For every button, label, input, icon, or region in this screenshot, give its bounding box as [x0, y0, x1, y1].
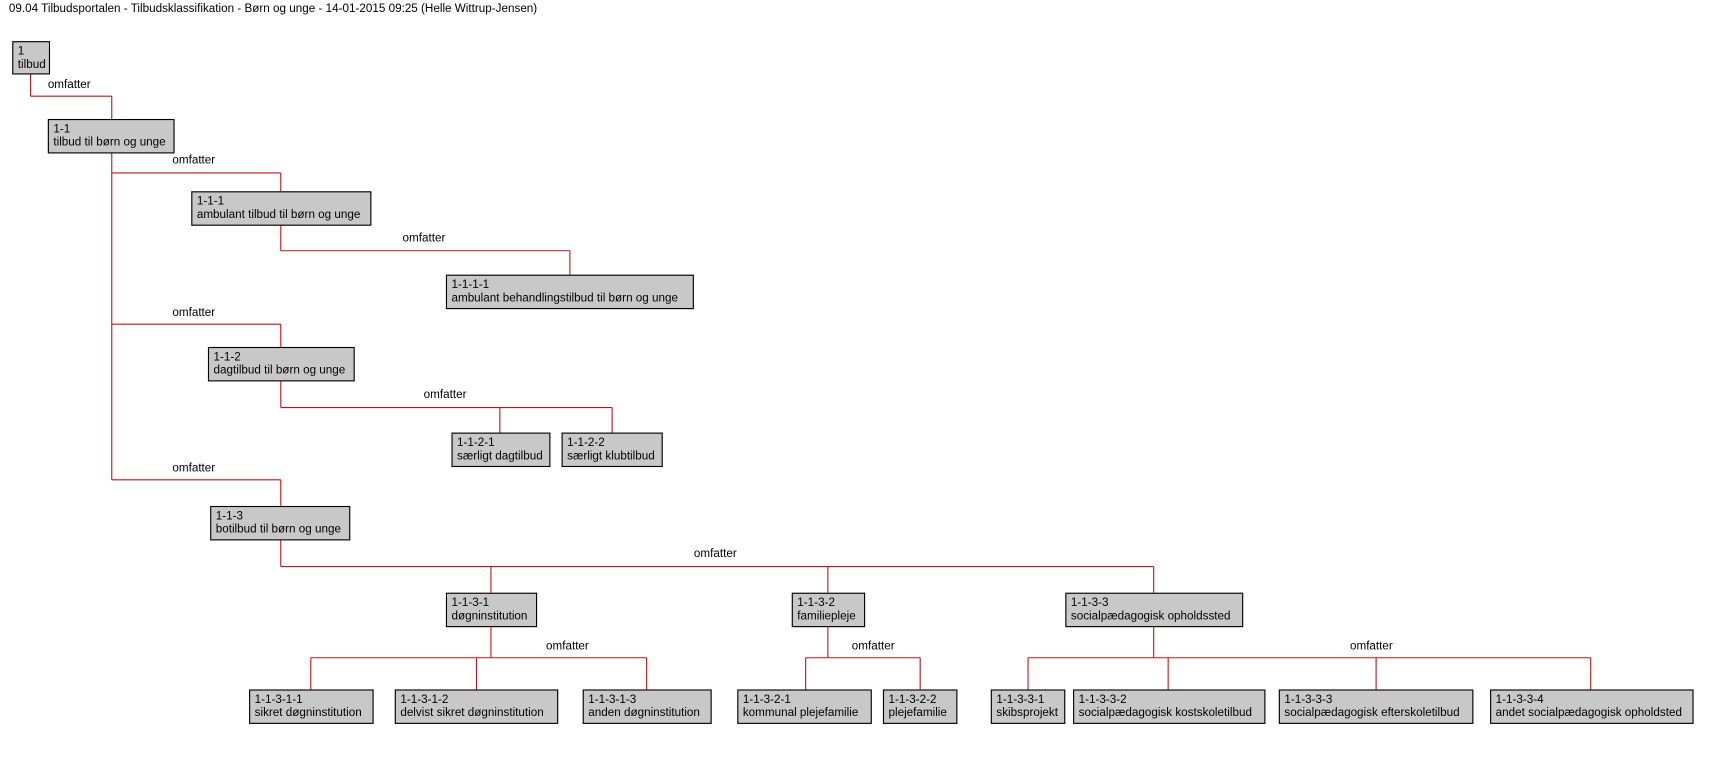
node-code: 1-1-3	[215, 509, 243, 523]
node-code: 1-1-1	[196, 194, 225, 208]
relation-label: omfatter	[693, 547, 737, 561]
node-name: tilbud	[17, 57, 46, 71]
node-code: 1	[17, 44, 25, 58]
relation-label: omfatter	[1349, 639, 1393, 653]
node-code: 1-1-1-1	[451, 278, 490, 292]
node-name: anden døgninstitution	[588, 705, 700, 719]
relation-label: omfatter	[47, 77, 91, 92]
node-name: andet socialpædagogisk opholdsted	[1495, 705, 1682, 719]
connector-1-1-3-1	[310, 626, 648, 690]
connector-1-1-3-2	[805, 626, 921, 690]
node-name: socialpædagogisk opholdssted	[1070, 608, 1231, 623]
node-code: 1-1-3-3-4	[1495, 692, 1544, 707]
relation-label: omfatter	[172, 153, 216, 167]
node-name: dagtilbud til børn og unge	[213, 363, 346, 377]
node-name: ambulant behandlingstilbud til børn og u…	[451, 290, 679, 305]
node-code: 1-1-2-1	[457, 435, 495, 450]
node-code: 1-1-3-1-2	[400, 692, 449, 707]
node-code: 1-1-3-3-2	[1078, 692, 1127, 707]
node-code: 1-1-3-3-1	[996, 692, 1045, 707]
connector-1	[30, 73, 113, 119]
node-name: tilbud til børn og unge	[53, 135, 166, 149]
node-code: 1-1-3-2	[797, 596, 835, 610]
page-title: 09.04 Tilbudsportalen - Tilbudsklassifik…	[8, 2, 538, 16]
node-name: døgninstitution	[451, 608, 528, 623]
node-name: særligt klubtilbud	[567, 448, 655, 463]
relation-label: omfatter	[402, 231, 446, 245]
node-name: socialpædagogisk efterskoletilbud	[1284, 705, 1460, 719]
node-code: 1-1-2-2	[567, 435, 605, 450]
node-code: 1-1-3-2-2	[888, 692, 937, 707]
node-code: 1-1-3-1-1	[254, 692, 303, 707]
node-name: skibsprojekt	[996, 705, 1059, 719]
relation-label: omfatter	[851, 639, 895, 653]
node-name: socialpædagogisk kostskoletilbud	[1078, 705, 1252, 719]
connector-1-1-1	[280, 224, 571, 275]
node-code: 1-1-3-3-3	[1284, 692, 1333, 707]
relation-label: omfatter	[545, 639, 589, 653]
relation-label: omfatter	[172, 461, 216, 475]
node-name: særligt dagtilbud	[457, 448, 543, 463]
relation-label: omfatter	[172, 305, 216, 320]
node-code: 1-1	[53, 122, 71, 136]
node-name: kommunal plejefamilie	[742, 705, 859, 719]
node-name: plejefamilie	[888, 705, 947, 719]
node-code: 1-1-3-3	[1070, 596, 1109, 610]
node-code: 1-1-2	[213, 350, 241, 364]
node-name: ambulant tilbud til børn og unge	[196, 207, 361, 221]
node-code: 1-1-3-2-1	[742, 692, 791, 707]
connector-1-1-3-3	[1027, 626, 1592, 690]
node-name: familiepleje	[797, 608, 856, 623]
connector-1-1	[111, 152, 282, 506]
connector-1-1-2	[280, 380, 613, 433]
connector-1-1-3	[280, 539, 1155, 593]
node-name: delvist sikret døgninstitution	[400, 705, 544, 719]
node-code: 1-1-3-1	[451, 596, 490, 610]
node-name: botilbud til børn og unge	[215, 522, 342, 536]
relation-label: omfatter	[423, 388, 467, 402]
node-name: sikret døgninstitution	[254, 705, 362, 719]
node-code: 1-1-3-1-3	[588, 692, 637, 707]
